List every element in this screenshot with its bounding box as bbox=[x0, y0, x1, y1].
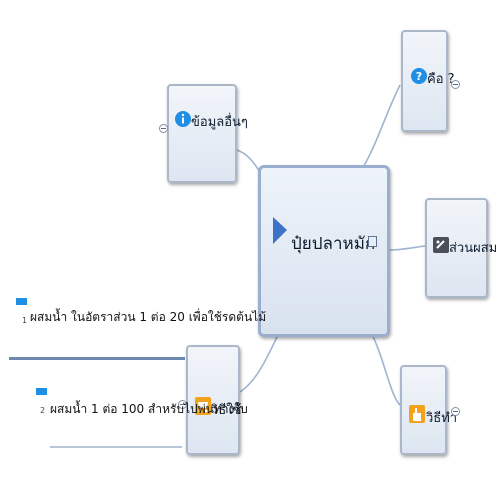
note-separator bbox=[9, 357, 185, 360]
hand-icon bbox=[409, 405, 425, 423]
topic-other-info-label: ข้อมูลอื่นๆ bbox=[191, 115, 248, 130]
collapse-how-to-use[interactable] bbox=[178, 400, 187, 409]
question-icon: ? bbox=[411, 68, 427, 84]
collapse-what-is[interactable] bbox=[451, 80, 460, 89]
cart-icon bbox=[195, 397, 211, 415]
connector-how-to-make bbox=[369, 329, 401, 406]
central-topic[interactable]: ปุ๋ยปลาหมัก bbox=[258, 165, 390, 337]
note-flag-icon bbox=[16, 298, 27, 305]
topic-other-info[interactable]: ข้อมูลอื่นๆ bbox=[167, 84, 248, 183]
info-icon bbox=[175, 111, 191, 127]
collapse-how-to-make[interactable] bbox=[451, 407, 460, 416]
connector-what-is bbox=[359, 84, 401, 173]
attachment-icon bbox=[368, 236, 377, 247]
topic-what-is-label: คือ ? bbox=[427, 72, 455, 87]
central-topic-label: ปุ๋ยปลาหมัก bbox=[291, 234, 376, 254]
connector-how-to-use bbox=[239, 334, 279, 393]
recipe-icon bbox=[433, 237, 449, 253]
note-2-text: ผสมน้ำ 1 ต่อ 100 สำหรับไปพ่นทางใบ bbox=[50, 402, 248, 416]
svg-text:?: ? bbox=[416, 70, 422, 83]
connector-ingredients bbox=[389, 245, 426, 251]
topic-how-to-use-label: วิธีใช้ bbox=[211, 403, 242, 418]
topic-how-to-make[interactable]: วิธีทำ bbox=[400, 365, 457, 455]
note-1-text: ผสมน้ำ ในอัตราส่วน 1 ต่อ 20 เพื่อใช้รดต้… bbox=[30, 310, 267, 324]
note-1-number: 1 bbox=[22, 316, 28, 325]
topic-ingredients-label: ส่วนผสม bbox=[449, 241, 498, 256]
topic-how-to-make-label: วิธีทำ bbox=[426, 411, 458, 426]
note-separator-bottom bbox=[50, 446, 182, 448]
flag-icon bbox=[273, 217, 287, 244]
topic-how-to-use[interactable]: วิธีใช้ bbox=[186, 345, 242, 455]
topic-what-is[interactable]: ? คือ ? bbox=[401, 30, 455, 132]
collapse-other-info[interactable] bbox=[159, 124, 168, 133]
note-2-number: 2 bbox=[40, 406, 46, 415]
note-flag-icon bbox=[36, 388, 47, 395]
topic-ingredients[interactable]: ส่วนผสม bbox=[425, 198, 497, 298]
connector-other-info bbox=[236, 149, 261, 173]
